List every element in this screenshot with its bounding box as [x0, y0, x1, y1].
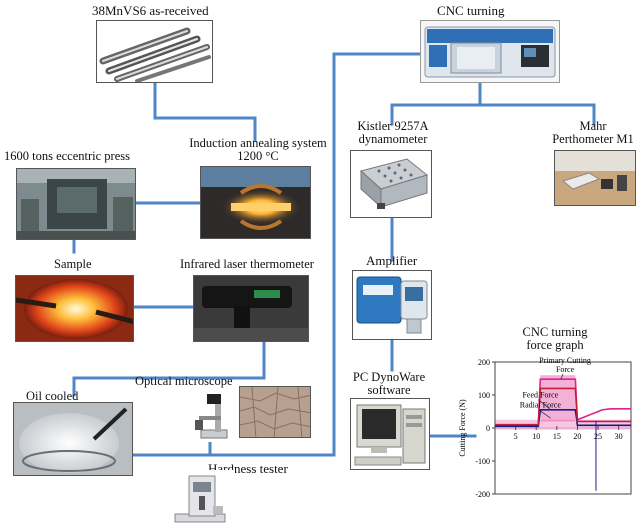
force-graph: -200 -100 0 100 200 5 10 15 20 25 30 Cutting Force …: [455, 356, 635, 506]
mahr-label: Mahr Perthometer M1: [548, 120, 638, 146]
pc-image: [350, 398, 430, 470]
connector-cnc-branch: [390, 80, 482, 126]
steel-rods-image: [96, 20, 213, 83]
pc-label-line1: PC DynoWare: [352, 370, 426, 384]
force-chart-svg: -200 -100 0 100 200 5 10 15 20 25 30 Cutting Force …: [458, 356, 632, 499]
x-tick-label: 10: [532, 432, 540, 441]
annotation-1: Feed Force: [522, 391, 558, 400]
perthometer-image: [554, 150, 636, 206]
annotation-2: Radial Force: [520, 401, 562, 410]
pc-label-line2: software: [367, 383, 411, 397]
x-tick-label: 20: [573, 432, 581, 441]
press-image: [16, 168, 136, 240]
y-tick-label: -100: [475, 457, 490, 466]
connector-cnc-feed: [332, 52, 422, 457]
microscope-label: Optical microscope: [135, 374, 233, 388]
connector-thermo-oil: [72, 338, 266, 397]
induction-label-line2: 1200 °C: [237, 149, 279, 163]
microstructure-image: [239, 386, 311, 438]
series-line-1: [495, 409, 631, 428]
sample-image: [15, 275, 134, 342]
series-line-2: [495, 387, 631, 426]
sample-label: Sample: [54, 257, 92, 271]
kistler-label: Kistler 9257A dynamometer: [348, 120, 438, 146]
kistler-label-line1: Kistler 9257A: [357, 119, 429, 133]
cnc-label: CNC turning: [437, 3, 505, 18]
noise-band: [495, 419, 631, 430]
mahr-label-line2: Perthometer M1: [552, 132, 634, 146]
mahr-label-line1: Mahr: [579, 119, 607, 133]
thermometer-label: Infrared laser thermometer: [180, 257, 314, 271]
induction-label-line1: Induction annealing system: [189, 136, 327, 150]
oil-label: Oil cooled: [26, 389, 79, 403]
pc-label: PC DynoWare software: [348, 371, 430, 397]
kistler-label-line2: dynamometer: [358, 132, 428, 146]
x-tick-label: 30: [615, 432, 623, 441]
y-tick-label: 0: [486, 424, 490, 433]
cnc-machine-image: [420, 20, 560, 83]
microscope-image: [187, 390, 235, 442]
graph-title-line2: force graph: [526, 338, 584, 352]
y-tick-label: 200: [478, 358, 490, 367]
cutting-band: [540, 375, 576, 422]
induction-label: Induction annealing system 1200 °C: [178, 137, 338, 163]
press-label: 1600 tons eccentric press: [4, 149, 131, 163]
x-tick-label: 5: [514, 432, 518, 441]
y-axis-label: Cutting Force (N): [458, 399, 467, 457]
connector-cnc-mahr: [478, 103, 596, 126]
x-tick-label: 25: [594, 432, 602, 441]
y-tick-label: -200: [475, 490, 490, 499]
induction-image: [200, 166, 311, 239]
annotation-arrow: [538, 399, 551, 411]
annotation-arrow: [538, 409, 551, 419]
connector-steel-induction: [153, 80, 257, 142]
dynamometer-image: [350, 150, 432, 218]
graph-title: CNC turning force graph: [505, 326, 605, 352]
hardness-tester-image: [165, 470, 235, 524]
thermometer-image: [193, 275, 309, 342]
steel-label: 38MnVS6 as-received: [92, 3, 209, 18]
amplifier-label: Amplifier: [366, 253, 418, 268]
annotation-arrow: [560, 373, 564, 380]
y-tick-label: 100: [478, 391, 490, 400]
oil-cooled-image: [13, 402, 133, 476]
amplifier-image: [352, 270, 432, 340]
x-tick-label: 15: [553, 432, 561, 441]
graph-title-line1: CNC turning: [522, 325, 588, 339]
